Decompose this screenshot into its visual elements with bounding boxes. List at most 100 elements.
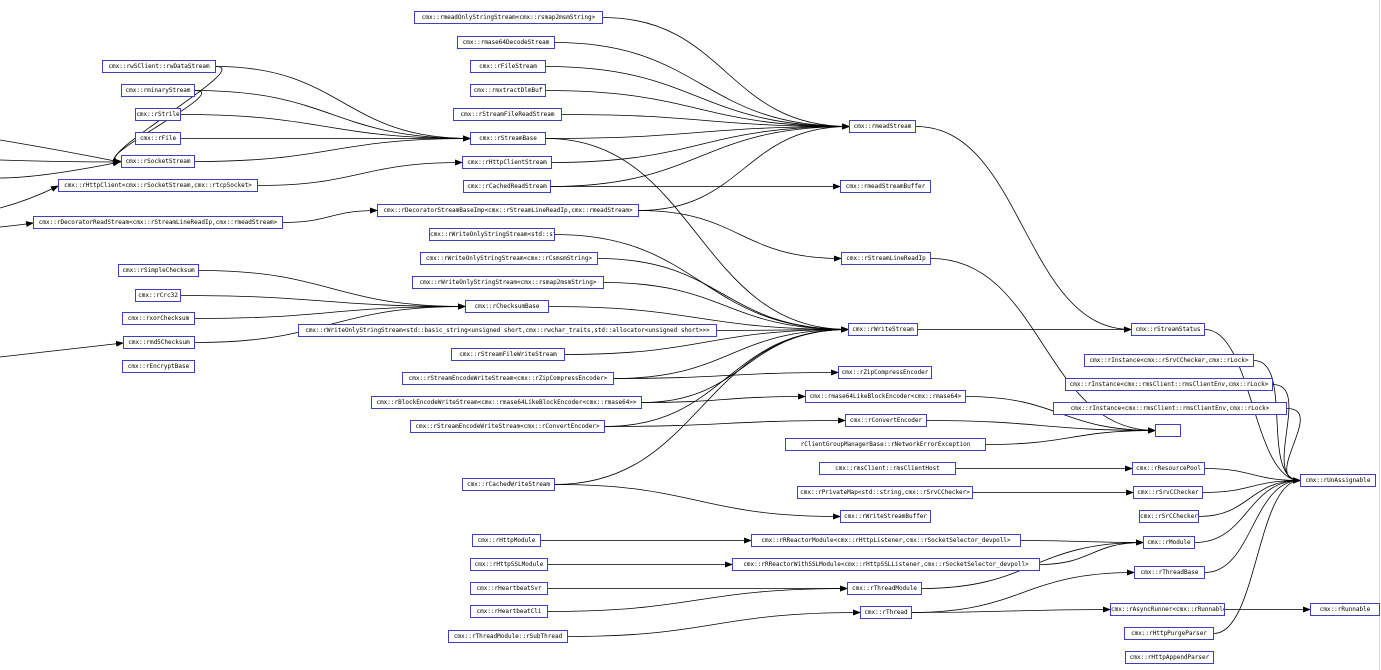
class-node-n35[interactable]: cmx::rInstance<cmx::rSrvCChecker,cmx::rL… (1084, 354, 1254, 367)
edge-n41-n43 (926, 420, 1156, 434)
class-node-n19[interactable]: cmx::rWriteOnlyStringStream<std::string> (429, 228, 555, 241)
class-node-n12[interactable]: cmx::rStrile (135, 108, 181, 121)
class-node-n63[interactable]: cmx::rRunnable (1310, 603, 1380, 616)
edge-n2-n6 (554, 42, 850, 130)
class-node-n38[interactable]: cmx::rBlockEncodeWriteStream<cmx::rmase6… (371, 396, 642, 409)
class-node-n5[interactable]: cmx::rStreamFileReadStream (453, 108, 562, 121)
class-node-n60[interactable]: cmx::rHeartbeatCli (470, 605, 548, 618)
class-node-n6[interactable]: cmx::rmeadStream (849, 120, 916, 133)
class-node-n64[interactable]: cmx::rThreadModule::rSubThread (448, 630, 568, 643)
class-node-n11[interactable]: cmx::rminaryStream (121, 84, 195, 97)
edge-n37-n50 (1286, 408, 1301, 484)
scroll-divider (1379, 0, 1380, 670)
edge-n32-n30 (564, 326, 849, 355)
class-node-n37[interactable]: cmx::rInstance<cmx::rmsClient::rmsClient… (1053, 402, 1287, 415)
class-node-n46[interactable]: cmx::rPrivateMap<std::string,cmx::rSrvCC… (797, 486, 973, 499)
edge-n8-n6 (550, 123, 850, 187)
class-node-n61[interactable]: cmx::rThread (860, 606, 912, 619)
class-node-n23[interactable]: cmx::rSimpleChecksum (118, 264, 199, 277)
edge-n20-n43 (930, 258, 1156, 434)
class-node-n1[interactable]: cmx::rmeadOnlyStringStream<cmx::rsmap2ms… (414, 11, 603, 24)
edge-n28-n30 (548, 306, 849, 333)
class-node-n18[interactable]: cmx::rDecoratorStreamBaseImp<cmx::rStrea… (377, 204, 639, 217)
class-node-n33[interactable]: cmx::rStreamEncodeWriteStream<cmx::rZipC… (402, 372, 614, 385)
class-node-n39[interactable]: cmx::rmase64LikeBlockEncoder<cmx::rmase6… (805, 390, 966, 403)
class-node-n51[interactable]: cmx::rSrCChecker (1139, 510, 1199, 523)
class-node-n55[interactable]: cmx::rHttpSSLModule (470, 558, 548, 571)
class-node-n16[interactable]: cmx::rHttpClient<cmx::rSocketStream,cmx:… (58, 179, 258, 192)
class-node-n59[interactable]: cmx::rThreadModule (847, 582, 922, 595)
class-node-n56[interactable]: cmx::rRReactorWithSSLModule<cmx::rHttpSS… (732, 558, 1040, 571)
class-node-n24[interactable]: cmx::rCrc32 (135, 289, 181, 302)
class-node-n41[interactable]: cmx::rConvertEncoder (845, 414, 927, 427)
class-node-n29[interactable]: cmx::rWriteOnlyStringStream<std::basic_s… (298, 324, 717, 337)
class-node-n44[interactable]: cmx::rmsClient::rmsClientHost (819, 462, 956, 475)
class-node-n45[interactable]: cmx::rResourcePool (1132, 462, 1205, 475)
class-node-n57[interactable]: cmx::rThreadBase (1134, 566, 1205, 579)
edge-n14-n30 (545, 138, 849, 333)
edge-n33-n34 (613, 369, 839, 379)
class-node-n66[interactable]: cmx::rHttpAppendParser (1125, 651, 1214, 664)
edge-n11-n14 (194, 90, 471, 142)
class-node-n15[interactable]: cmx::rSocketStream (121, 155, 195, 168)
class-node-n25[interactable]: cmx::rxorChecksum (122, 312, 195, 325)
class-node-n54[interactable]: cmx::rModule (1143, 536, 1195, 549)
edge-n61-n57 (911, 569, 1135, 613)
edge-n1-n6 (602, 17, 850, 130)
class-node-n4[interactable]: cmx::rmxtractDlmBuf (470, 84, 546, 97)
edge-n12-n14 (180, 114, 471, 142)
class-node-n49[interactable]: cmx::rWriteStreamBuffer (840, 510, 931, 523)
edge-n11-n15 (113, 90, 203, 165)
class-node-n32[interactable]: cmx::rStreamFileWriteStream (451, 348, 565, 361)
class-node-n10[interactable]: cmx::rwSClient::rwDataStream (102, 60, 216, 73)
class-node-n26[interactable]: cmx::rmd5Checksum (123, 336, 195, 349)
class-node-n14[interactable]: cmx::rStreamBase (470, 132, 546, 145)
edge-n10-n14 (215, 66, 471, 142)
class-node-n20[interactable]: cmx::rStreamLineReadIp (841, 252, 931, 265)
class-node-n36[interactable]: cmx::rInstance<cmx::rmsClient::rmsClient… (1065, 378, 1273, 391)
edge-n54-n50 (1194, 477, 1301, 543)
edge-n6-n31 (915, 126, 1132, 333)
class-node-n22[interactable]: cmx::rWriteOnlyStringStream<cmx::rsmap2m… (412, 276, 604, 289)
class-node-n48[interactable]: cmx::rCachedWriteStream (462, 478, 555, 491)
edge-n51-n50 (1198, 477, 1301, 517)
class-node-n53[interactable]: cmx::rRReactorModule<cmx::rHttpListener,… (751, 534, 1021, 547)
edge-n45-n50 (1204, 468, 1301, 484)
class-node-n7[interactable]: cmx::rHttpClientStream (462, 156, 552, 169)
class-node-n30[interactable]: cmx::rWriteStream (848, 323, 918, 336)
edge-n25-n28 (194, 303, 466, 319)
class-node-n8[interactable]: cmx::rCachedReadStream (463, 180, 551, 193)
edge-n61-n62 (911, 606, 1111, 613)
class-node-n65[interactable]: cmx::rHttpPurgeParser (1124, 627, 1214, 640)
class-node-n62[interactable]: cmx::rAsyncRunner<cmx::rRunnable> (1110, 603, 1225, 616)
edge-stub-5 (0, 340, 124, 358)
edge-n53-n54 (1020, 539, 1144, 546)
class-node-n3[interactable]: cmx::rFileStream (470, 60, 546, 73)
class-node-n34[interactable]: cmx::rZipCompressEncoder (838, 366, 932, 379)
class-node-n27[interactable]: cmx::rEncryptBase (122, 360, 195, 373)
edge-n5-n6 (561, 114, 850, 130)
class-node-n2[interactable]: cmx::rmase64DecodeStream (457, 36, 555, 49)
edge-n64-n61 (567, 609, 861, 637)
edge-stub-2 (0, 160, 121, 179)
class-node-n58[interactable]: cmx::rHeartbeatSvr (470, 582, 548, 595)
edge-stub-4 (0, 221, 34, 228)
class-node-n31[interactable]: cmx::rStreamStatus (1131, 323, 1205, 336)
edge-stub-0 (0, 139, 121, 164)
class-node-n50[interactable]: cmx::rUnAssignable (1300, 474, 1376, 487)
class-node-n21[interactable]: cmx::rWriteOnlyStringStream<cmx::rCsmsmS… (420, 252, 598, 265)
class-node-n40[interactable]: cmx::rStreamEncodeWriteStream<cmx::rConv… (410, 420, 605, 433)
class-node-n28[interactable]: cmx::rChecksumBase (465, 300, 549, 313)
edge-n21-n30 (597, 258, 849, 333)
class-node-n42[interactable]: rClientGroupManagerBase::rNetworkErrorEx… (785, 438, 986, 451)
class-node-n13[interactable]: cmx::rFile (135, 132, 181, 145)
class-node-n52[interactable]: cmx::rHttpModule (472, 534, 541, 547)
class-node-n9[interactable]: cmx::rmeadStreamBuffer (840, 180, 931, 193)
class-node-n43[interactable] (1155, 424, 1181, 437)
class-node-n17[interactable]: cmx::rDecoratorReadStream<cmx::rStreamLi… (33, 216, 283, 229)
edge-n14-n6 (545, 123, 850, 139)
edge-n23-n28 (198, 270, 466, 310)
edge-n3-n6 (545, 66, 850, 130)
edge-n17-n18 (282, 207, 378, 223)
class-node-n47[interactable]: cmx::rSrvCChecker (1133, 486, 1203, 499)
